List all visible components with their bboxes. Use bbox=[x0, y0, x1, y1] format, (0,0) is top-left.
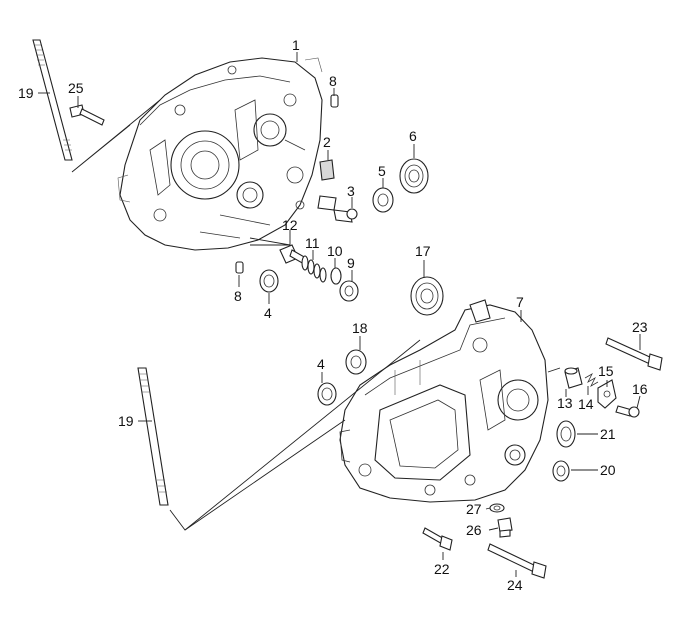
bearing-5 bbox=[372, 187, 394, 213]
callout-3: 3 bbox=[347, 183, 355, 199]
oil-seal-20 bbox=[552, 460, 570, 482]
oil-seal-4-lower bbox=[317, 382, 337, 406]
callout-11: 11 bbox=[305, 235, 320, 251]
callout-2: 2 bbox=[323, 134, 331, 150]
callout-26: 26 bbox=[466, 522, 482, 538]
bearing-17 bbox=[410, 276, 444, 316]
callout-21: 21 bbox=[600, 426, 616, 442]
o-ring-10 bbox=[330, 267, 342, 285]
bolt-3 bbox=[333, 208, 358, 223]
callout-24: 24 bbox=[507, 577, 523, 593]
callout-4-lower: 4 bbox=[317, 356, 325, 372]
callout-16: 16 bbox=[632, 381, 648, 397]
spring-11 bbox=[301, 255, 327, 283]
callout-8-upper: 8 bbox=[329, 73, 337, 89]
bolt-22 bbox=[422, 527, 453, 551]
callout-22: 22 bbox=[434, 561, 450, 577]
callout-4-upper: 4 bbox=[264, 305, 272, 321]
callout-25: 25 bbox=[68, 80, 84, 96]
callout-labels: 19 25 1 8 2 3 5 6 12 11 10 9 8 4 17 7 18… bbox=[18, 37, 648, 593]
drain-plug-26 bbox=[497, 517, 513, 538]
callout-23: 23 bbox=[632, 319, 648, 335]
callout-15: 15 bbox=[598, 363, 614, 379]
bolt-25 bbox=[69, 104, 105, 126]
stopper-arm-15 bbox=[597, 379, 617, 409]
callout-9: 9 bbox=[347, 255, 355, 271]
callout-7: 7 bbox=[516, 294, 524, 310]
callout-12: 12 bbox=[282, 217, 298, 233]
callout-1: 1 bbox=[292, 37, 300, 53]
oil-seal-4-upper bbox=[259, 269, 279, 293]
dowel-pin-8-lower bbox=[235, 261, 244, 274]
dowel-pin-8-upper bbox=[330, 94, 339, 108]
callout-19-upper: 19 bbox=[18, 85, 34, 101]
sleeve-13 bbox=[564, 367, 583, 389]
callout-14: 14 bbox=[578, 396, 594, 412]
stud-bolt-lower bbox=[137, 367, 169, 506]
callout-20: 20 bbox=[600, 462, 616, 478]
callout-8-lower: 8 bbox=[234, 288, 242, 304]
bolt-24 bbox=[487, 543, 547, 579]
left-crankcase-half bbox=[117, 57, 323, 251]
bolt-16 bbox=[615, 405, 640, 418]
bolt-23 bbox=[605, 337, 663, 371]
callout-27: 27 bbox=[466, 501, 482, 517]
callout-19-lower: 19 bbox=[118, 413, 134, 429]
callout-6: 6 bbox=[409, 128, 417, 144]
right-crankcase-half bbox=[339, 299, 549, 503]
stud-bolt-upper bbox=[32, 39, 73, 161]
leader-lines bbox=[38, 52, 641, 577]
bearing-6 bbox=[399, 158, 429, 194]
bearing-18 bbox=[345, 349, 367, 375]
cap-9 bbox=[339, 280, 359, 302]
oil-seal-21 bbox=[556, 420, 576, 448]
plate-2 bbox=[317, 159, 337, 211]
callout-17: 17 bbox=[415, 243, 431, 259]
callout-5: 5 bbox=[378, 163, 386, 179]
callout-13: 13 bbox=[557, 395, 573, 411]
callout-18: 18 bbox=[352, 320, 368, 336]
callout-10: 10 bbox=[327, 243, 343, 259]
spring-14 bbox=[584, 372, 599, 388]
washer-27 bbox=[489, 503, 505, 513]
